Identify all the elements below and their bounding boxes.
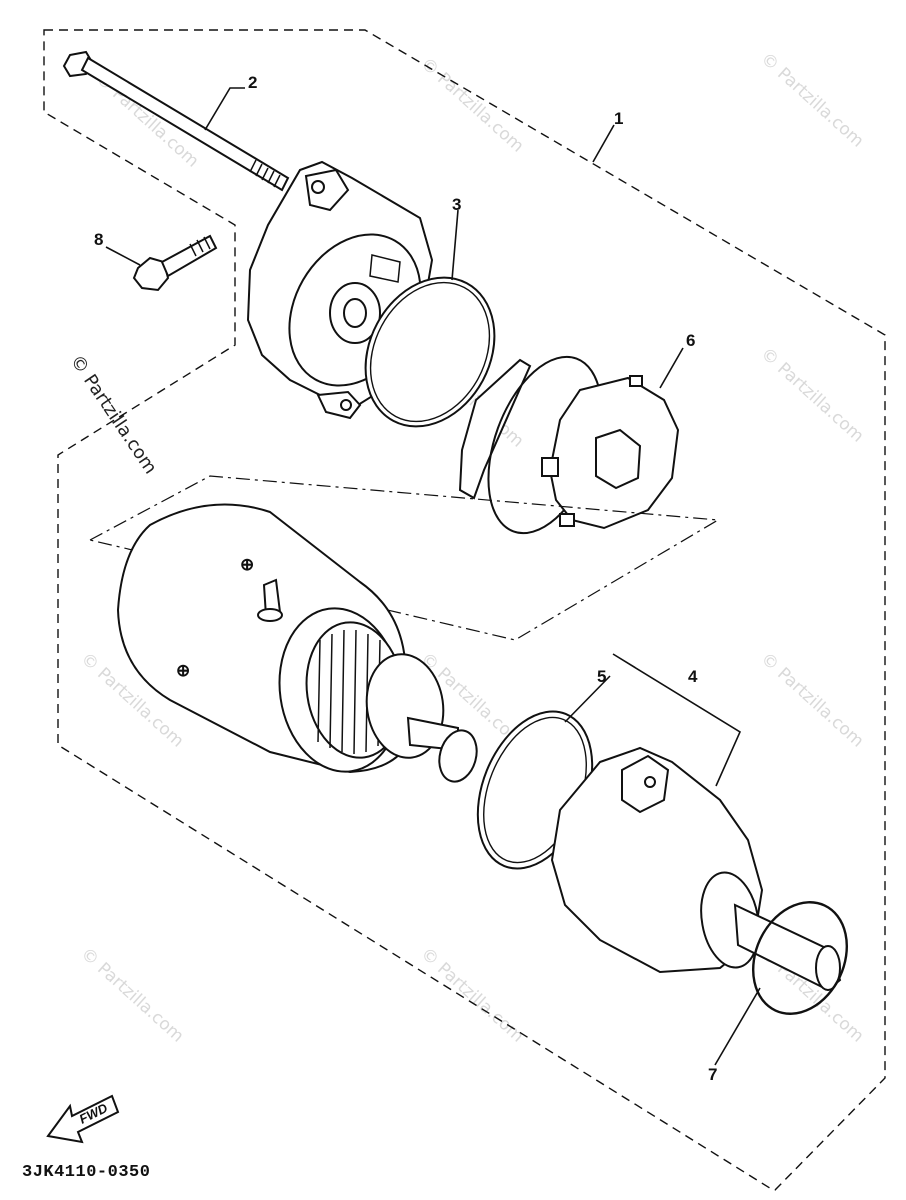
flange-bolt (132, 234, 218, 292)
through-bolt (62, 50, 290, 192)
callout-8: 8 (94, 230, 103, 249)
watermark: © Partzilla.com (417, 944, 528, 1047)
callout-1: 1 (614, 109, 623, 128)
terminal-symbol: ⊕ (240, 555, 254, 574)
callout-4: 4 (688, 667, 698, 686)
watermark: © Partzilla.com (417, 54, 528, 157)
callout-7: 7 (708, 1065, 717, 1084)
front-cover (550, 746, 842, 992)
callout-3: 3 (452, 195, 461, 214)
terminal-symbol: ⊕ (176, 661, 190, 680)
diagram-code: 3JK4110-0350 (22, 1163, 150, 1182)
watermark: © Partzilla.com (77, 944, 188, 1047)
callout-5: 5 (597, 667, 606, 686)
watermark: © Partzilla.com (757, 649, 868, 752)
brush-holder-set (458, 355, 680, 535)
watermark: © Partzilla.com (757, 49, 868, 152)
fwd-arrow-icon: FWD (46, 1094, 120, 1144)
callout-2: 2 (248, 73, 257, 92)
watermark-dark: © Partzilla.com (66, 351, 161, 478)
washer (438, 729, 478, 783)
watermark: © Partzilla.com (757, 344, 868, 447)
assembly-boundary (43, 29, 886, 1191)
callout-labels: 1 2 3 4 5 6 7 8 (94, 73, 717, 1084)
circlip (751, 901, 849, 1015)
o-ring (364, 276, 496, 428)
leader-lines (105, 87, 761, 1066)
yoke-assembly: ⊕ ⊕ (116, 503, 459, 774)
callout-6: 6 (686, 331, 695, 350)
